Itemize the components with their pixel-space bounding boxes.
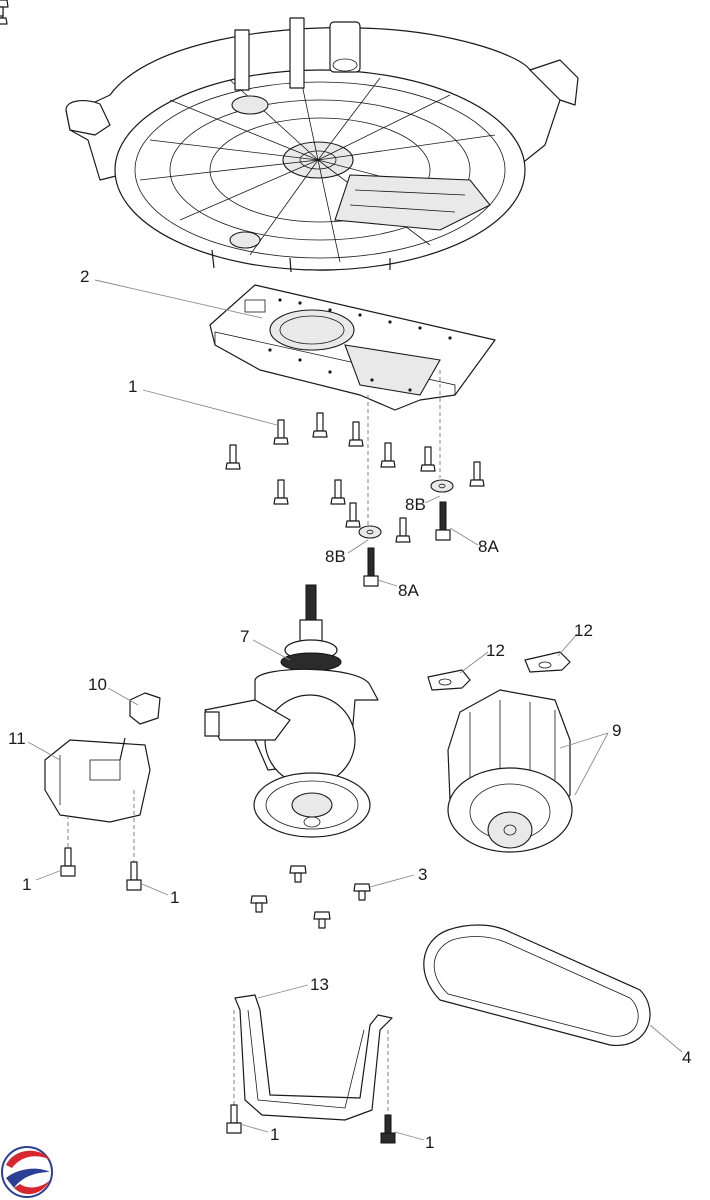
callout-1-screws: 1 <box>128 377 137 396</box>
callout-1-left: 1 <box>22 875 31 894</box>
callout-3: 3 <box>418 865 427 884</box>
callout-7: 7 <box>240 627 249 646</box>
callout-12-b: 12 <box>574 621 593 640</box>
callout-12-a: 12 <box>486 641 505 660</box>
brand-swirl-logo <box>1 1146 53 1198</box>
callout-8b-left: 8B <box>325 547 346 566</box>
support-strap <box>226 994 396 1144</box>
transmission <box>204 584 379 838</box>
callout-9: 9 <box>612 721 621 740</box>
callout-1-left2: 1 <box>170 888 179 907</box>
callout-8b-right: 8B <box>405 495 426 514</box>
base-plate <box>65 17 579 273</box>
motor-mount-brackets <box>427 651 571 691</box>
drive-motor <box>447 689 573 853</box>
shift-actuator <box>44 692 161 891</box>
callout-11: 11 <box>8 729 26 748</box>
callout-8a-left: 8A <box>398 581 419 600</box>
callout-1-bottom-right: 1 <box>425 1133 434 1152</box>
callout-8a-right: 8A <box>478 537 499 556</box>
callout-10: 10 <box>88 675 107 694</box>
transmission-screws <box>0 0 371 929</box>
mounting-plate <box>209 284 496 411</box>
drive-belt <box>423 924 651 1046</box>
washers-and-bolts <box>358 370 454 587</box>
callout-2: 2 <box>80 267 89 286</box>
callout-1-bottom-left: 1 <box>270 1125 279 1144</box>
leader-lines <box>27 279 683 1141</box>
callout-labels: 2 1 8B 8A 8B 8A 7 12 12 10 11 9 1 1 3 13… <box>8 267 691 1152</box>
callout-13: 13 <box>310 975 329 994</box>
callout-4: 4 <box>682 1048 691 1067</box>
